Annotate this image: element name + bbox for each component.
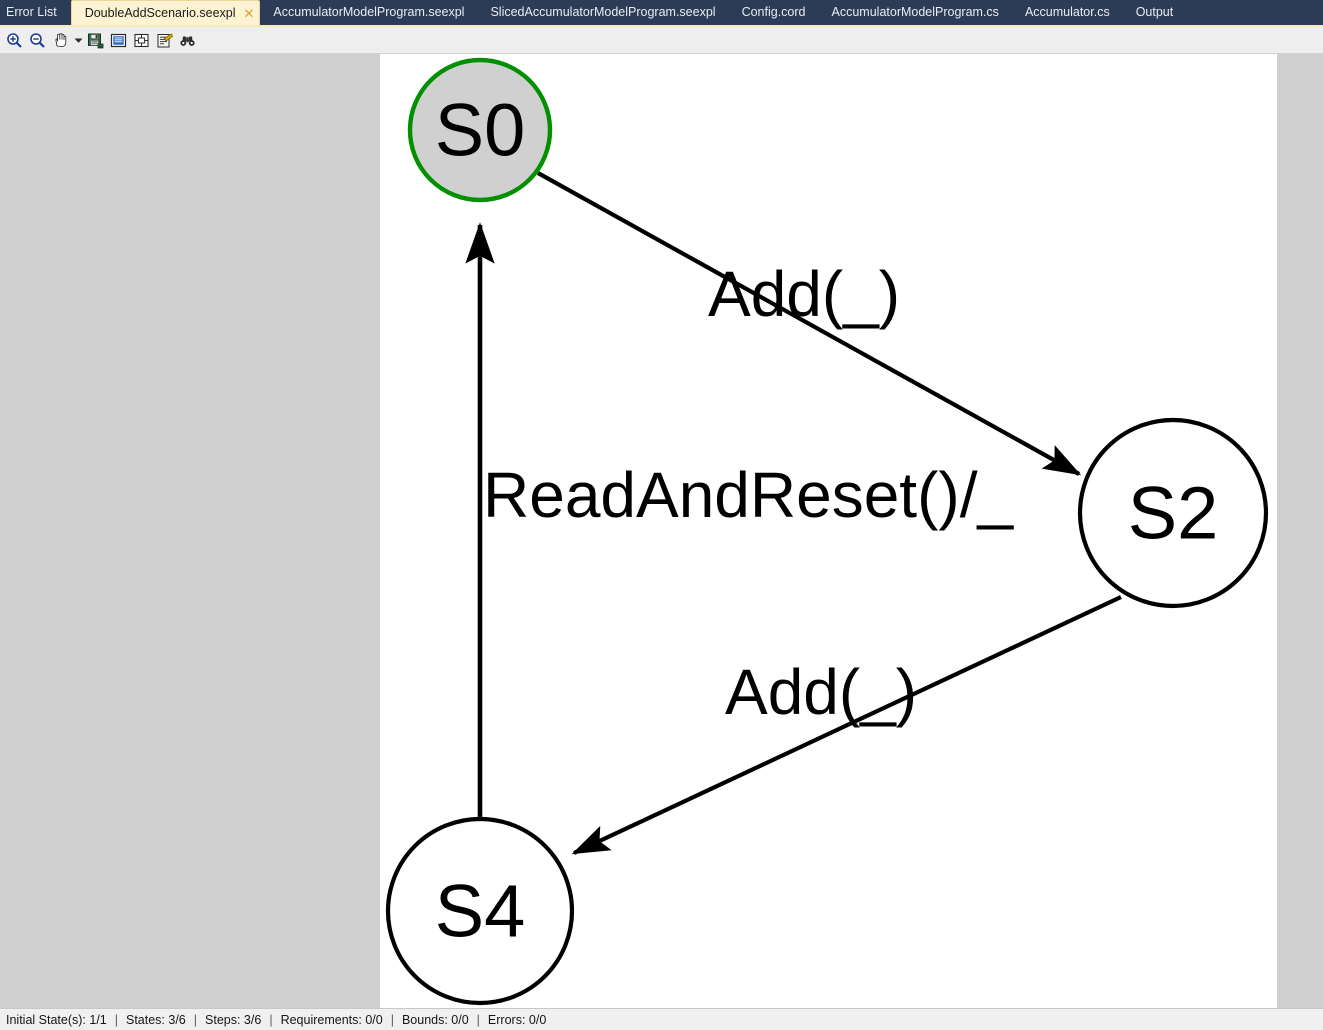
graph-toolbar <box>0 27 1323 54</box>
edge-label-s4-s0: ReadAndReset()/_ <box>483 459 1014 531</box>
tab-slicedaccumulatormodelprogram-seexpl[interactable]: SlicedAccumulatorModelProgram.seexpl <box>477 0 728 25</box>
status-separator: | <box>390 1012 394 1027</box>
status-separator: | <box>269 1012 273 1027</box>
save-image-icon <box>88 33 104 48</box>
tab-error-list[interactable]: Error List <box>0 0 71 25</box>
save-image-button[interactable] <box>84 29 107 51</box>
tab-accumulator-cs[interactable]: Accumulator.cs <box>1012 0 1123 25</box>
status-bar: Initial State(s): 1/1 | States: 3/6 | St… <box>0 1008 1323 1030</box>
status-separator: | <box>114 1012 118 1027</box>
tab-accumulatormodelprogram-cs[interactable]: AccumulatorModelProgram.cs <box>819 0 1012 25</box>
graph-node-s4[interactable]: S4 <box>385 816 575 1006</box>
node-circle-s4 <box>385 816 575 1006</box>
node-label-s2: S2 <box>1128 472 1219 555</box>
status-steps: Steps: 3/6 <box>205 1012 262 1027</box>
edge-line <box>536 171 1082 476</box>
node-label-s0: S0 <box>435 89 526 172</box>
status-separator: | <box>193 1012 198 1027</box>
tab-output[interactable]: Output <box>1123 0 1187 25</box>
tab-label: Accumulator.cs <box>1024 5 1110 19</box>
status-errors: Errors: 0/0 <box>487 1012 547 1027</box>
pan-button[interactable] <box>49 29 72 51</box>
tab-label: Config.cord <box>741 5 806 19</box>
tab-strip: Error List DoubleAddScenario.seexpl ✕ Ac… <box>0 0 1323 27</box>
tab-label: AccumulatorModelProgram.seexpl <box>273 5 465 19</box>
fit-page-icon <box>134 33 149 47</box>
tab-label: DoubleAddScenario.seexpl <box>84 5 236 20</box>
zoom-in-icon <box>7 32 22 48</box>
tab-config-cord[interactable]: Config.cord <box>729 0 819 25</box>
properties-button[interactable] <box>153 29 176 51</box>
edge-s2-to-s4[interactable]: Add(_) <box>571 595 1122 855</box>
graph-viewport[interactable]: Add(_) Add(_) ReadAndReset()/_ S0 <box>0 54 1323 1008</box>
edge-label-s2-s4: Add(_) <box>725 656 917 728</box>
tab-label: AccumulatorModelProgram.cs <box>831 5 999 19</box>
chevron-down-icon <box>74 38 82 43</box>
find-binoculars-icon <box>180 36 195 46</box>
status-separator: | <box>476 1012 480 1027</box>
fit-window-icon <box>110 33 127 47</box>
close-icon[interactable]: ✕ <box>243 5 255 21</box>
node-circle-s2 <box>1077 417 1269 609</box>
zoom-in-button[interactable] <box>3 29 26 51</box>
pan-hand-icon <box>55 32 67 47</box>
zoom-out-icon <box>30 32 45 48</box>
graph-canvas[interactable]: Add(_) Add(_) ReadAndReset()/_ S0 <box>380 54 1277 1008</box>
tab-doubleaddscenario-seexpl[interactable]: DoubleAddScenario.seexpl ✕ <box>70 0 261 25</box>
graph-node-s0[interactable]: S0 <box>407 57 553 203</box>
edge-s0-to-s2[interactable]: Add(_) <box>536 171 1082 476</box>
edge-line <box>571 595 1122 855</box>
zoom-out-button[interactable] <box>26 29 49 51</box>
tab-accumulatormodelprogram-seexpl[interactable]: AccumulatorModelProgram.seexpl <box>260 0 477 25</box>
status-states: States: 3/6 <box>126 1012 186 1027</box>
status-initial-states: Initial State(s): 1/1 <box>6 1012 107 1027</box>
edge-s4-to-s0[interactable]: ReadAndReset()/_ <box>465 222 1014 818</box>
tab-label: Error List <box>6 5 57 19</box>
status-requirements: Requirements: 0/0 <box>280 1012 383 1027</box>
edge-label-s0-s2: Add(_) <box>708 258 900 330</box>
tab-label: SlicedAccumulatorModelProgram.seexpl <box>490 5 716 19</box>
graph-node-s2[interactable]: S2 <box>1077 417 1269 609</box>
find-button[interactable] <box>176 29 199 51</box>
state-machine-graph: Add(_) Add(_) ReadAndReset()/_ S0 <box>385 57 1269 1006</box>
node-circle-s0 <box>407 57 553 203</box>
status-bounds: Bounds: 0/0 <box>401 1012 469 1027</box>
properties-icon <box>157 32 173 47</box>
pan-dropdown-button[interactable] <box>72 29 84 51</box>
node-label-s4: S4 <box>435 870 526 953</box>
fit-window-button[interactable] <box>107 29 130 51</box>
fit-page-button[interactable] <box>130 29 153 51</box>
tab-label: Output <box>1135 5 1174 19</box>
